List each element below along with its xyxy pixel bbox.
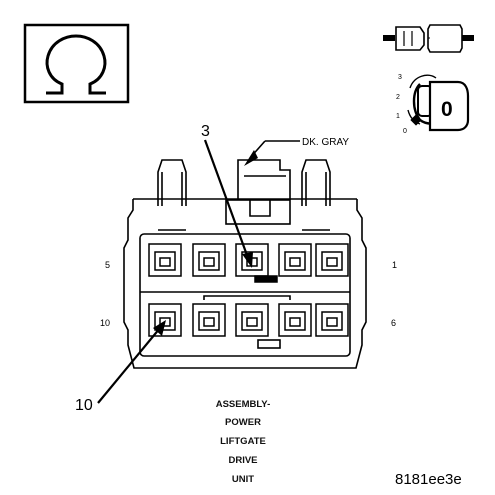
color-label: DK. GRAY bbox=[302, 137, 349, 148]
ignition-pos-1: 1 bbox=[396, 113, 400, 120]
callout-pin-3: 3 bbox=[201, 123, 210, 140]
cavity-8 bbox=[235, 303, 269, 337]
top-row-cavities bbox=[148, 243, 349, 283]
cavity-5 bbox=[148, 243, 182, 277]
cavity-9 bbox=[192, 303, 226, 337]
row-label-bottom-left: 10 bbox=[100, 318, 110, 328]
caption-line-3: LIFTGATE bbox=[220, 436, 266, 447]
caption-line-1: ASSEMBLY- bbox=[216, 399, 271, 410]
row-label-bottom-right: 6 bbox=[391, 318, 396, 328]
cavity-4 bbox=[192, 243, 226, 277]
cavity-2 bbox=[278, 243, 312, 277]
cavity-6 bbox=[315, 303, 349, 337]
cavity-7 bbox=[278, 303, 312, 337]
connector-plug-icon bbox=[383, 24, 474, 53]
figure-id: 8181ee3e bbox=[395, 471, 462, 488]
caption-line-4: DRIVE bbox=[228, 455, 257, 466]
ignition-pos-0: 0 bbox=[403, 128, 407, 135]
callout-3-arrow bbox=[203, 139, 253, 268]
cavity-3 bbox=[235, 243, 269, 277]
caption: ASSEMBLY- POWER LIFTGATE DRIVE UNIT bbox=[216, 399, 271, 485]
cavity-10 bbox=[148, 303, 182, 337]
connector-housing bbox=[123, 159, 367, 369]
ignition-pos-2: 2 bbox=[396, 94, 400, 101]
callout-10-arrow bbox=[97, 320, 166, 404]
callout-pin-10: 10 bbox=[75, 397, 93, 414]
ignition-switch-icon: 3 2 1 0 0 bbox=[396, 74, 470, 135]
caption-line-5: UNIT bbox=[232, 474, 254, 485]
caption-line-2: POWER bbox=[225, 417, 261, 428]
ohm-icon bbox=[23, 23, 130, 104]
ignition-pos-3: 3 bbox=[398, 74, 402, 81]
row-label-top-left: 5 bbox=[105, 260, 110, 270]
ignition-current: 0 bbox=[441, 98, 453, 121]
cavity-1 bbox=[315, 243, 349, 277]
row-label-top-right: 1 bbox=[392, 260, 397, 270]
color-leader-arrow bbox=[244, 140, 300, 166]
bottom-row-cavities bbox=[148, 303, 349, 337]
